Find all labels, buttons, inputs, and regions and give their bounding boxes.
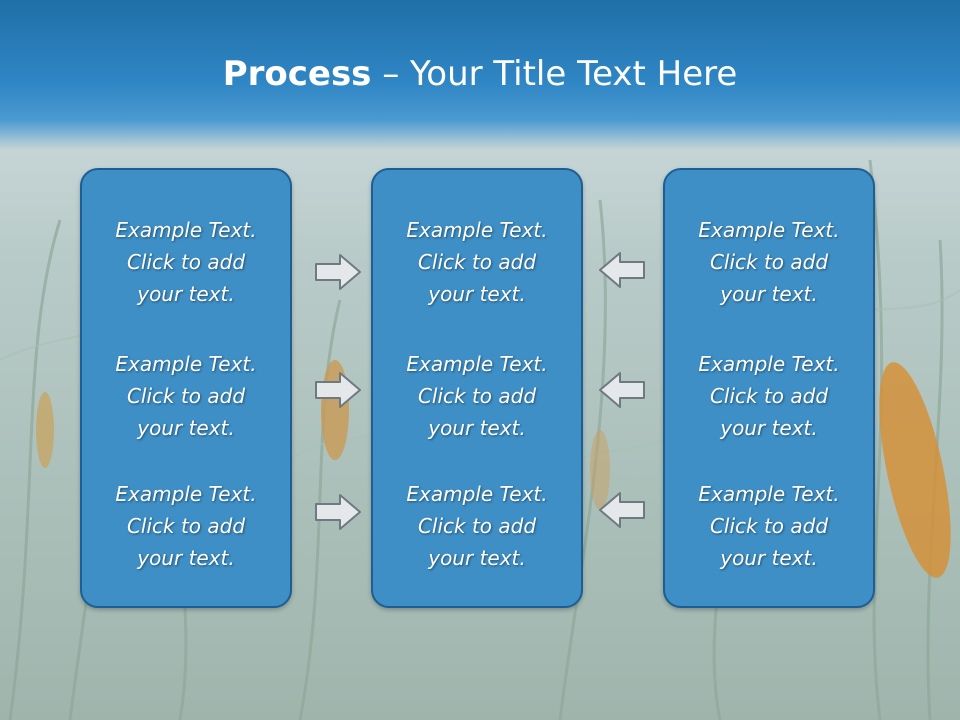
process-box-left[interactable]: Example Text. Click to add your text. Ex…	[80, 168, 292, 608]
text-placeholder[interactable]: Example Text. Click to add your text.	[698, 352, 840, 440]
text-placeholder[interactable]: Example Text. Click to add your text.	[406, 352, 548, 440]
text-placeholder[interactable]: Example Text. Click to add your text.	[115, 218, 257, 306]
process-box-center[interactable]: Example Text. Click to add your text. Ex…	[371, 168, 583, 608]
text-placeholder[interactable]: Example Text. Click to add your text.	[698, 218, 840, 306]
text-placeholder[interactable]: Example Text. Click to add your text.	[406, 482, 548, 570]
text-placeholder[interactable]: Example Text. Click to add your text.	[406, 218, 548, 306]
slide-title[interactable]: Process – Your Title Text Here	[0, 52, 960, 96]
right-arrow-icon	[315, 254, 361, 290]
title-bold-part: Process	[222, 54, 372, 94]
right-arrow-icon	[315, 372, 361, 408]
text-placeholder[interactable]: Example Text. Click to add your text.	[115, 352, 257, 440]
right-arrow-icon	[315, 494, 361, 530]
left-arrow-icon	[599, 252, 645, 288]
title-rest-part: – Your Title Text Here	[371, 54, 738, 94]
title-band	[0, 0, 960, 150]
text-placeholder[interactable]: Example Text. Click to add your text.	[698, 482, 840, 570]
text-placeholder[interactable]: Example Text. Click to add your text.	[115, 482, 257, 570]
left-arrow-icon	[599, 492, 645, 528]
process-box-right[interactable]: Example Text. Click to add your text. Ex…	[663, 168, 875, 608]
left-arrow-icon	[599, 372, 645, 408]
